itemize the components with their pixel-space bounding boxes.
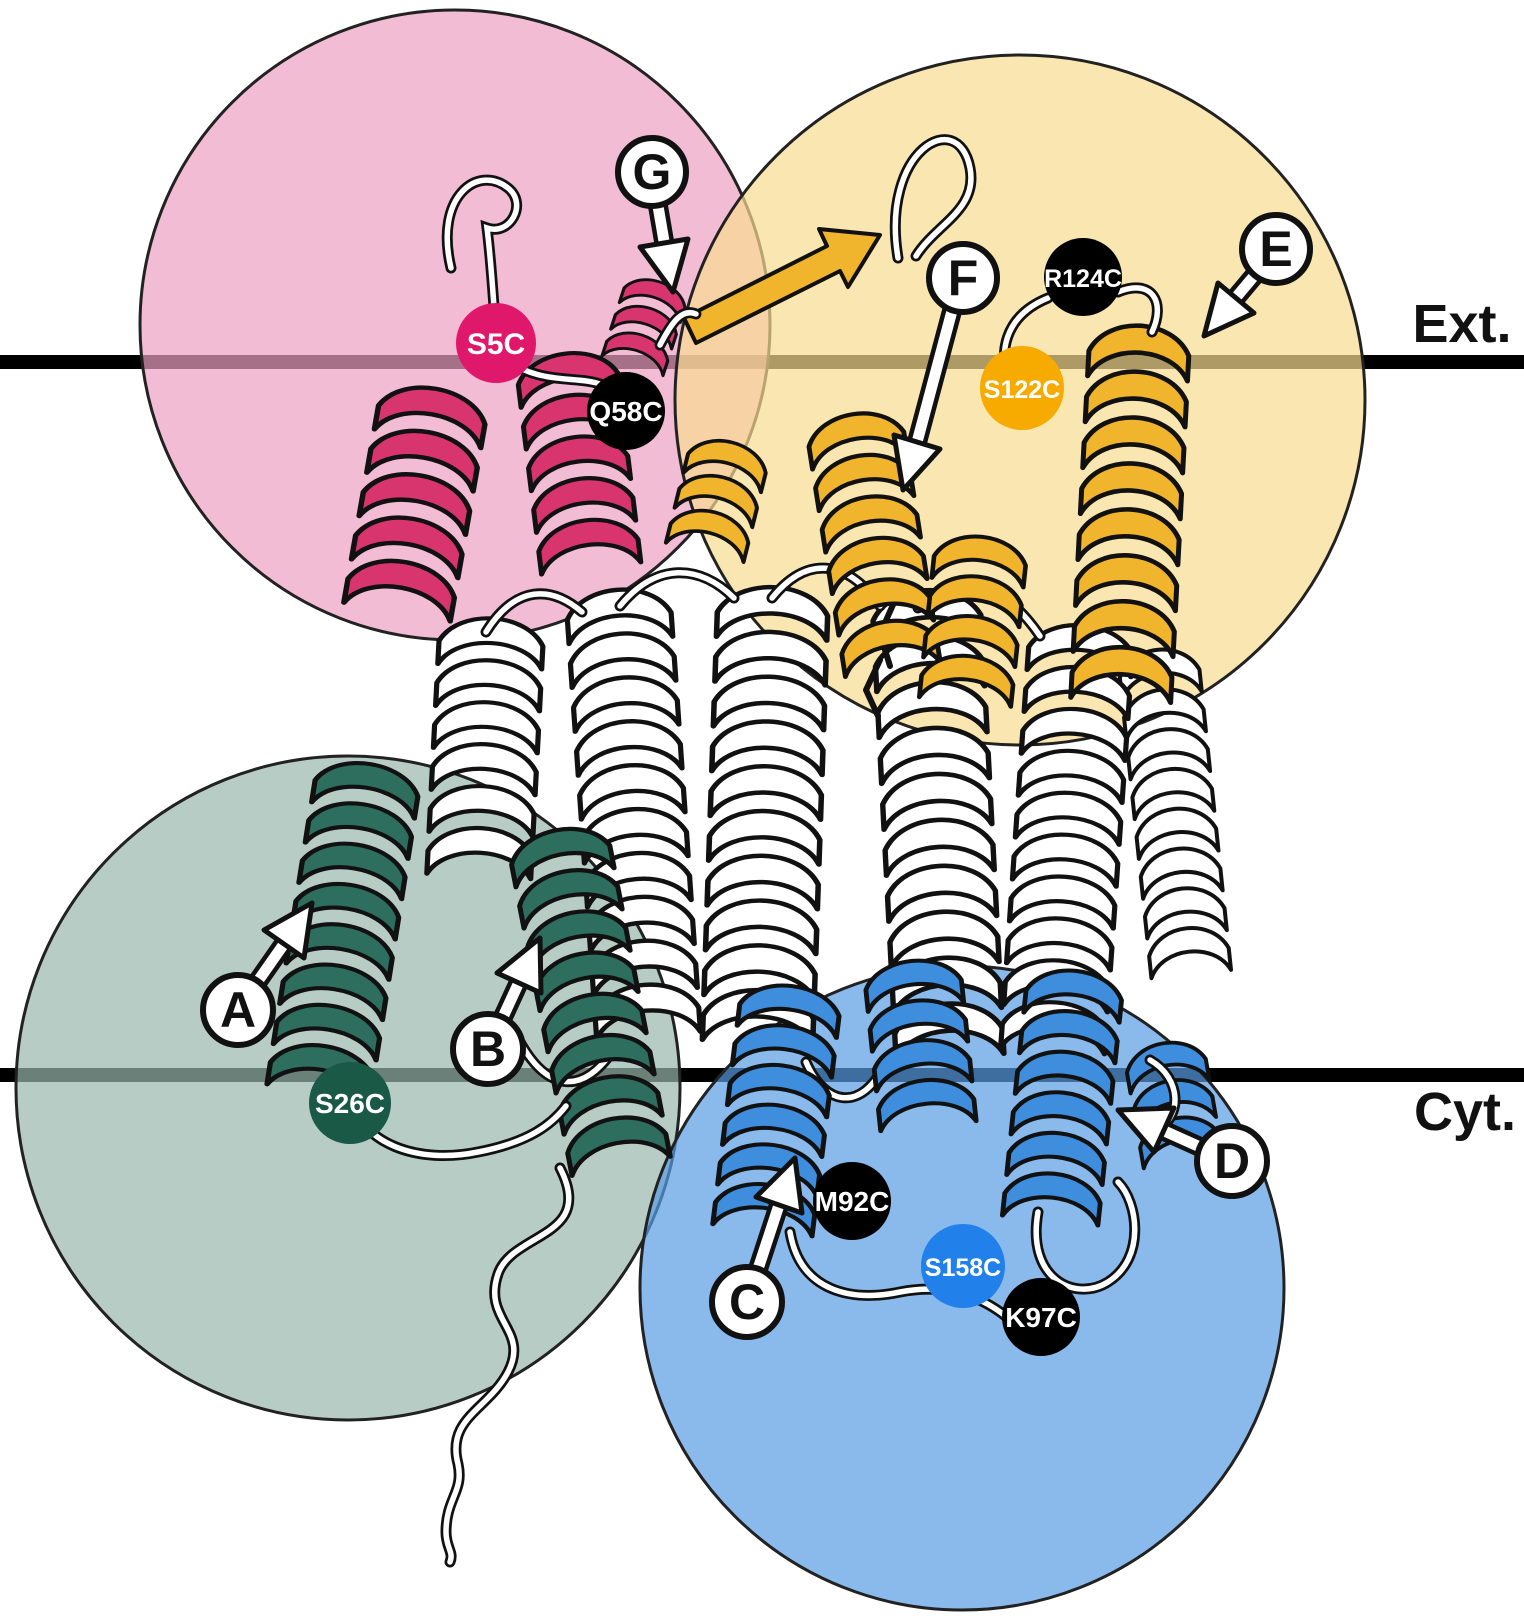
arrow-a <box>248 900 315 991</box>
residue-badge-r124c: R124C <box>1044 238 1122 316</box>
arrowhead-d <box>1115 1105 1177 1155</box>
arrowhead-g <box>637 236 691 295</box>
residue-badge-m92c: M92C <box>813 1162 891 1240</box>
svg-text:A: A <box>220 982 256 1038</box>
letter-badges: A B C D E F G <box>200 135 1313 1340</box>
svg-text:Q58C: Q58C <box>589 396 662 427</box>
residue-badge-s26c: S26C <box>309 1062 391 1144</box>
svg-text:C: C <box>729 1274 765 1330</box>
ext-label: Ext. <box>1412 294 1511 354</box>
arrowhead-b <box>494 935 544 996</box>
pointer-arrows <box>248 196 1264 1279</box>
svg-text:K97C: K97C <box>1005 1302 1077 1333</box>
residue-badge-k97c: K97C <box>1002 1278 1080 1356</box>
arrow-b <box>493 935 544 1027</box>
arrow-d <box>1115 1105 1210 1157</box>
letter-badge-a: A <box>200 972 276 1048</box>
svg-text:S122C: S122C <box>984 376 1060 404</box>
arrowhead-e <box>1201 280 1257 339</box>
svg-text:G: G <box>633 144 672 200</box>
letter-badge-d: D <box>1194 1123 1270 1199</box>
svg-text:S158C: S158C <box>925 1254 1001 1282</box>
residue-badges: S5C Q58C R124C S122C S26C M92C S158C K9 <box>309 238 1122 1356</box>
cyt-label: Cyt. <box>1414 1082 1516 1142</box>
svg-text:B: B <box>470 1021 506 1077</box>
arrow-c <box>748 1155 805 1279</box>
residue-badge-s5c: S5C <box>456 303 536 383</box>
svg-text:F: F <box>948 250 979 306</box>
arrow-e <box>1201 266 1264 339</box>
letter-badge-f: F <box>926 241 1000 315</box>
svg-text:R124C: R124C <box>1044 265 1122 293</box>
residue-badge-s122c: S122C <box>980 346 1064 430</box>
arrowhead-a <box>261 900 315 961</box>
svg-text:S5C: S5C <box>467 328 525 361</box>
beta-strand-arrow <box>682 227 882 345</box>
svg-text:D: D <box>1214 1133 1250 1189</box>
arrow-f <box>891 301 962 493</box>
letter-badge-g: G <box>615 135 689 209</box>
svg-text:M92C: M92C <box>815 1186 890 1217</box>
letter-badge-b: B <box>450 1011 526 1087</box>
arrowhead-c <box>753 1155 805 1216</box>
residue-badge-s158c: S158C <box>921 1224 1005 1308</box>
letter-badge-e: E <box>1239 212 1313 286</box>
helices-yellow-region <box>666 227 1190 707</box>
svg-text:S26C: S26C <box>315 1088 385 1119</box>
arrow-g <box>637 196 691 295</box>
residue-badge-q58c: Q58C <box>587 372 665 450</box>
arrowhead-f <box>891 432 943 493</box>
letter-badge-c: C <box>709 1264 785 1340</box>
svg-text:E: E <box>1259 221 1292 277</box>
